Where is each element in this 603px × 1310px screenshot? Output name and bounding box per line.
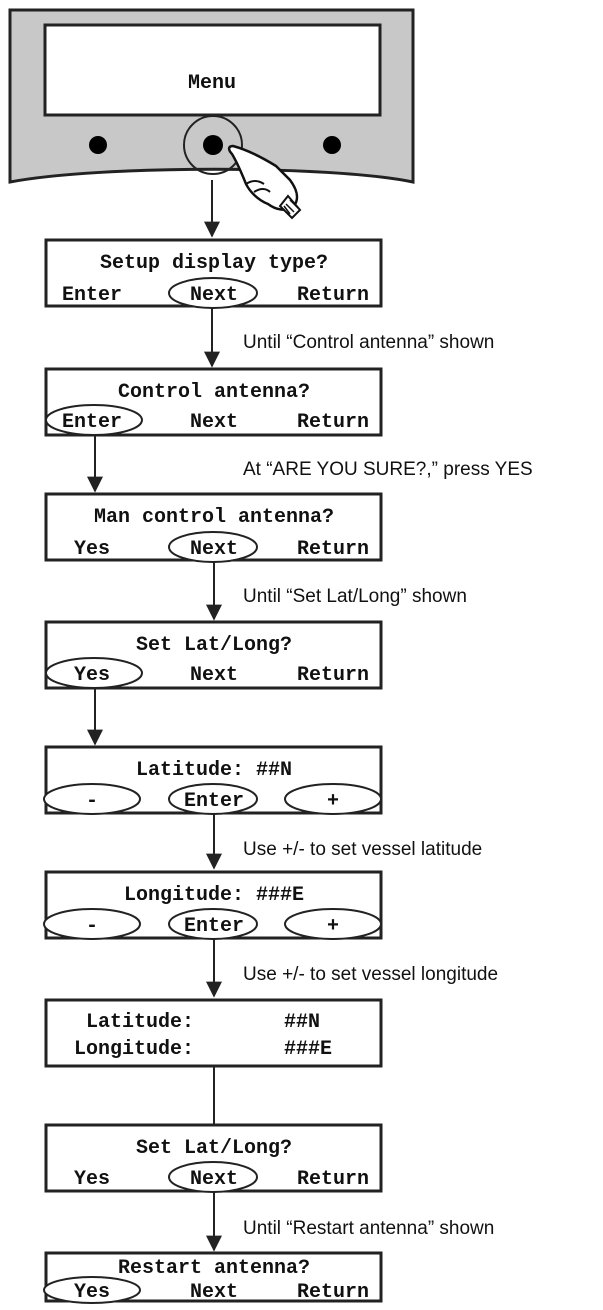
lcd-screen-longitude: Longitude: ###E - Enter + — [43, 870, 383, 940]
note-label: Until “Control antenna” shown — [243, 332, 494, 353]
note-label: Until “Restart antenna” shown — [243, 1218, 494, 1239]
pointing-hand-icon — [227, 144, 302, 220]
panel-screen-text: Menu — [188, 72, 236, 95]
softkey-plus[interactable]: + — [327, 790, 339, 813]
softkey-label[interactable]: Return — [297, 1168, 369, 1191]
softkey-plus[interactable]: + — [327, 915, 339, 938]
right-knob[interactable] — [323, 136, 341, 154]
softkey-label[interactable]: Enter — [62, 411, 122, 434]
device-panel: Menu — [8, 8, 415, 220]
softkey-label[interactable]: Next — [190, 1281, 238, 1304]
screen-title: Setup display type? — [100, 252, 328, 275]
lcd-screen-man-control: Man control antenna? Yes Next Return — [44, 492, 383, 563]
selection-oval — [168, 1161, 258, 1193]
softkey-enter[interactable]: Enter — [184, 915, 244, 938]
screen-title: Set Lat/Long? — [136, 1137, 292, 1160]
selection-oval — [45, 404, 143, 436]
softkey-label[interactable]: Next — [190, 1168, 238, 1191]
note-label: At “ARE YOU SURE?,” press YES — [243, 459, 533, 480]
note-label: Use +/- to set vessel longitude — [243, 964, 498, 985]
latitude-label: Latitude: — [86, 1011, 194, 1034]
note-label: Until “Set Lat/Long” shown — [243, 586, 467, 607]
selection-oval — [168, 908, 258, 940]
softkey-label[interactable]: Yes — [74, 1281, 110, 1304]
screen-title: Man control antenna? — [94, 506, 334, 529]
softkey-label[interactable]: Return — [297, 411, 369, 434]
selection-oval — [168, 277, 258, 309]
lcd-screen-setup-display: Setup display type? Enter Next Return — [44, 238, 383, 309]
lcd-screen-latitude: Latitude: ##N - Enter + — [43, 745, 383, 815]
screen-title: Longitude: ###E — [124, 884, 304, 907]
selection-oval — [43, 783, 141, 815]
lcd-screen-latlong-summary: Latitude: ##N Longitude: ###E — [44, 998, 383, 1068]
softkey-label[interactable]: Return — [297, 664, 369, 687]
lcd-screen-set-latlong-next: Set Lat/Long? Yes Next Return — [44, 1123, 383, 1193]
left-knob[interactable] — [89, 136, 107, 154]
screen-title: Latitude: ##N — [136, 759, 292, 782]
selection-oval — [43, 1276, 141, 1304]
softkey-label[interactable]: Next — [190, 284, 238, 307]
softkey-label[interactable]: Return — [297, 284, 369, 307]
selection-oval — [168, 783, 258, 815]
longitude-label: Longitude: — [74, 1038, 194, 1061]
softkey-label[interactable]: Yes — [74, 664, 110, 687]
softkey-label[interactable]: Return — [297, 538, 369, 561]
softkey-minus[interactable]: - — [86, 790, 98, 813]
longitude-value: ###E — [284, 1038, 332, 1061]
softkey-label[interactable]: Return — [297, 1281, 369, 1304]
center-knob[interactable] — [203, 135, 223, 155]
selection-oval — [284, 908, 382, 940]
softkey-enter[interactable]: Enter — [184, 790, 244, 813]
selection-oval — [168, 531, 258, 563]
screen-title: Restart antenna? — [118, 1257, 310, 1280]
panel-screen — [43, 23, 382, 117]
softkey-label[interactable]: Next — [190, 664, 238, 687]
selection-oval — [43, 908, 141, 940]
softkey-label[interactable]: Yes — [74, 538, 110, 561]
softkey-label[interactable]: Yes — [74, 1168, 110, 1191]
selection-oval — [45, 657, 143, 689]
note-label: Use +/- to set vessel latitude — [243, 839, 482, 860]
latitude-value: ##N — [284, 1011, 320, 1034]
screen-title: Set Lat/Long? — [136, 634, 292, 657]
selection-oval — [284, 783, 382, 815]
softkey-minus[interactable]: - — [86, 915, 98, 938]
softkey-label[interactable]: Next — [190, 538, 238, 561]
screen-title: Control antenna? — [118, 381, 310, 404]
lcd-screen-restart-antenna: Restart antenna? Yes Next Return — [43, 1251, 383, 1304]
softkey-label[interactable]: Enter — [62, 284, 122, 307]
lcd-screen-set-latlong: Set Lat/Long? Yes Next Return — [44, 620, 383, 690]
softkey-label[interactable]: Next — [190, 411, 238, 434]
lcd-screen-control-antenna: Control antenna? Enter Next Return — [44, 367, 383, 437]
center-knob-highlight — [183, 115, 243, 175]
